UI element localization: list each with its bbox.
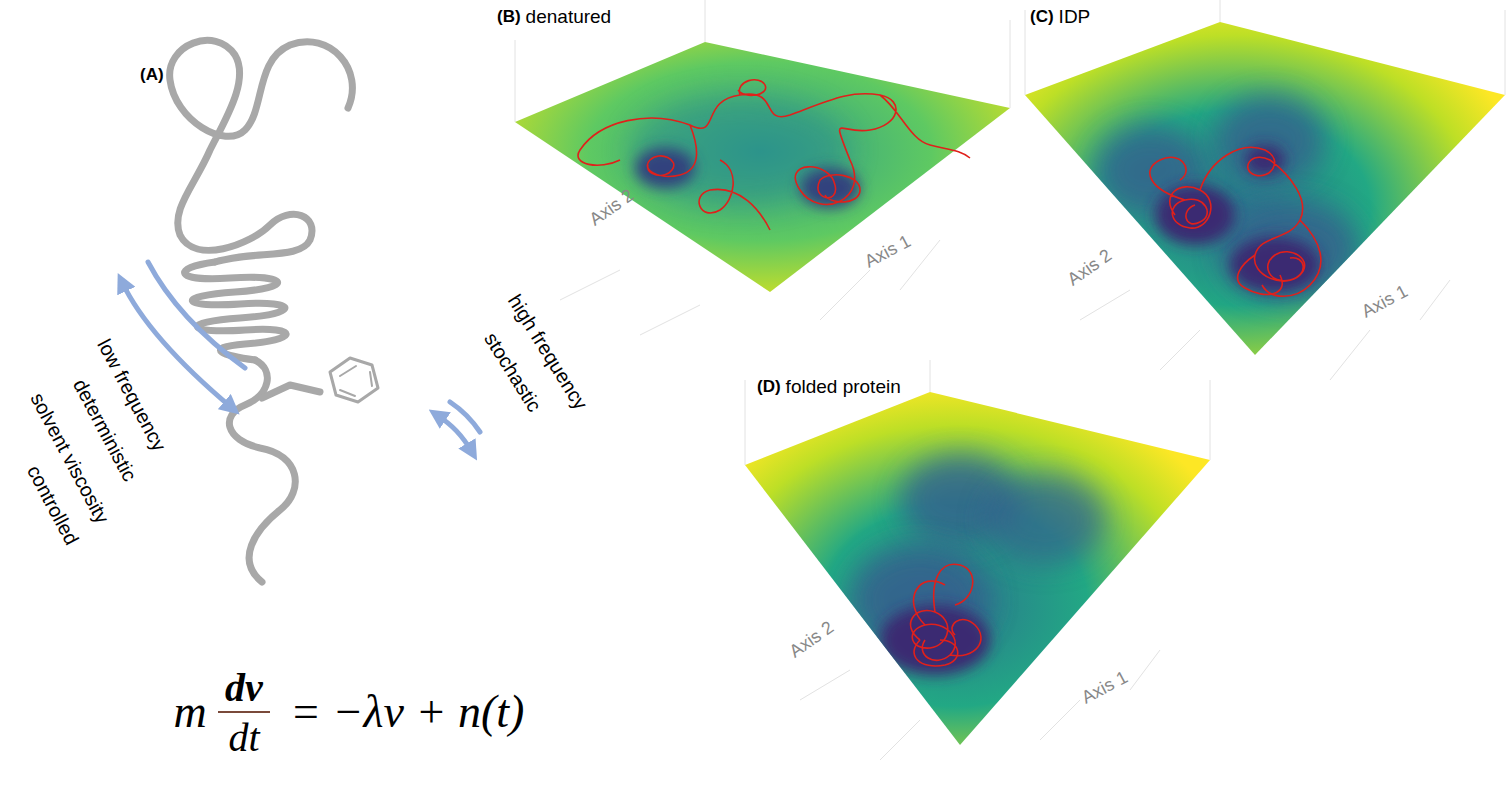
equation-term: dt <box>228 716 259 760</box>
axis-label: Axis 2 <box>786 618 838 662</box>
equation-term: m <box>173 687 206 738</box>
axis-label: Axis 1 <box>862 232 915 272</box>
energy-surface <box>735 380 1225 755</box>
motion-arrow <box>122 262 480 452</box>
energy-surface <box>500 30 1020 300</box>
axis-label: Axis 2 <box>1064 246 1116 290</box>
panel-letter: (D) <box>757 378 781 397</box>
panel-title: IDP <box>1059 7 1091 28</box>
axis-label: Axis 2 <box>586 186 638 230</box>
equation-term: dv <box>225 666 263 710</box>
panel-title: denatured <box>526 7 612 28</box>
equation-term: = −λv + n(t) <box>290 687 524 738</box>
panel-letter: (A) <box>140 66 164 85</box>
panel-letter: (B) <box>497 8 521 27</box>
energy-surface <box>1010 10 1510 370</box>
protein-chain <box>170 40 378 582</box>
axis-label: Axis 1 <box>1359 282 1412 322</box>
panel-title: folded protein <box>786 377 901 398</box>
axis-label: Axis 1 <box>1079 668 1132 708</box>
fraction-bar <box>218 711 270 713</box>
panel-letter: (C) <box>1030 8 1054 27</box>
